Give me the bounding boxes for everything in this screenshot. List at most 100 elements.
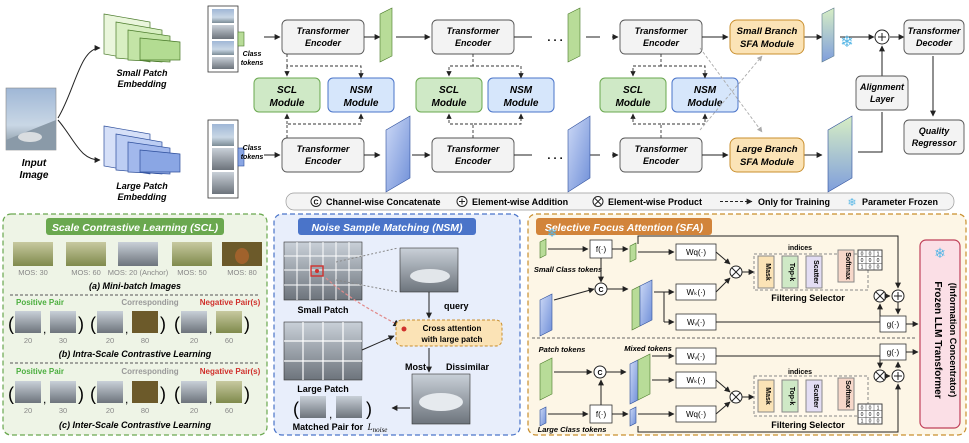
svg-text:1: 1 xyxy=(877,406,880,412)
product-symbol-icon xyxy=(592,196,604,207)
svg-text:Transformer: Transformer xyxy=(635,26,688,36)
svg-text:Wᵥ(·): Wᵥ(·) xyxy=(687,318,705,327)
legend: C Channel-wise Concatenate Element-wise … xyxy=(285,192,955,211)
svg-text:Module: Module xyxy=(344,98,379,109)
svg-text:Mask: Mask xyxy=(764,263,771,281)
large-class-tokens-label-2: tokens xyxy=(241,154,264,161)
alignment-layer: Alignment Layer xyxy=(855,75,909,111)
svg-text:Cross attention: Cross attention xyxy=(423,324,482,333)
encoder-top-3: Transformer Encoder xyxy=(619,19,703,55)
svg-text:1: 1 xyxy=(861,419,864,425)
svg-text:C: C xyxy=(597,370,602,377)
svg-text:0: 0 xyxy=(861,406,864,412)
concat-symbol-icon: C xyxy=(310,196,322,207)
corresponding-c: Corresponding xyxy=(121,367,178,376)
svg-text:C: C xyxy=(313,200,318,207)
svg-text:Transformer: Transformer xyxy=(635,144,688,154)
svg-text:SFA Module: SFA Module xyxy=(740,39,795,50)
svg-text:Encoder: Encoder xyxy=(643,156,680,166)
legend-product: Element-wise Product xyxy=(608,197,702,207)
most-label: Most xyxy=(405,362,426,372)
svg-text:30: 30 xyxy=(59,336,67,345)
svg-text:0: 0 xyxy=(877,412,880,418)
small-patch-label: Small Patch xyxy=(297,305,348,315)
scl-module-3: SCL Module xyxy=(599,77,667,113)
svg-text:Top-k: Top-k xyxy=(788,263,795,282)
mini-batch-images xyxy=(13,242,262,266)
svg-text:Softmax: Softmax xyxy=(844,252,851,280)
svg-text:): ) xyxy=(244,384,250,404)
svg-text:Scatter: Scatter xyxy=(812,260,819,284)
svg-text:,: , xyxy=(329,407,332,421)
inter-scale-pairs: ( , ) ( , ) ( , ) xyxy=(8,381,250,406)
patch-tokens-label: Patch tokens xyxy=(539,345,586,354)
small-patch-tokens xyxy=(207,5,245,73)
svg-text:1: 1 xyxy=(877,252,880,258)
sfa-panel-title: Selective Focus Attention (SFA) xyxy=(545,222,704,234)
encoder-bottom-2: Transformer Encoder xyxy=(431,137,515,173)
small-patch-embedding-label-2: Embedding xyxy=(118,79,168,89)
nsm-panel: Noise Sample Matching (NSM) Small Patch … xyxy=(273,213,521,436)
svg-text:20: 20 xyxy=(190,336,198,345)
mos-3: MOS: 20 (Anchor) xyxy=(108,268,169,277)
legend-add: Element-wise Addition xyxy=(472,197,568,207)
svg-text:Scatter: Scatter xyxy=(812,384,819,408)
frozen-llm-snowflake: ❄ xyxy=(934,245,946,261)
svg-text:Module: Module xyxy=(504,98,539,109)
frozen-llm-label: Frozen LLM Transformer xyxy=(932,281,943,398)
small-class-tokens-label: Class xyxy=(243,51,262,58)
mos-4: MOS: 50 xyxy=(177,268,207,277)
addition-node xyxy=(874,29,890,45)
svg-text:Transformer: Transformer xyxy=(447,26,500,36)
svg-text:f(·): f(·) xyxy=(596,410,607,419)
large-class-tokens-label: Class xyxy=(243,145,262,152)
feature-maps-bottom xyxy=(385,115,853,193)
small-patch-embedding-label: Small Patch xyxy=(116,68,168,78)
arrow-to-small-embedding xyxy=(57,45,101,119)
matched-pair-label: Matched Pair for Lnoise xyxy=(293,422,388,434)
svg-text:,: , xyxy=(209,392,212,406)
svg-text:Small Branch: Small Branch xyxy=(737,26,798,37)
svg-text:60: 60 xyxy=(225,336,233,345)
legend-frozen: Parameter Frozen xyxy=(862,197,938,207)
feature-maps-top xyxy=(379,7,835,63)
legend-training: Only for Training xyxy=(758,197,830,207)
scl-module-2: SCL Module xyxy=(415,77,483,113)
svg-text:Large Branch: Large Branch xyxy=(736,144,797,155)
svg-text:): ) xyxy=(160,384,166,404)
svg-text:NSM: NSM xyxy=(350,85,373,96)
svg-text:0: 0 xyxy=(877,258,880,264)
dissimilar-image xyxy=(411,373,471,425)
svg-text:): ) xyxy=(366,399,372,419)
svg-text:0: 0 xyxy=(869,265,872,271)
mixed-tokens-label: Mixed tokens xyxy=(624,344,672,353)
caption-b: (b) Intra-Scale Contrastive Learning xyxy=(59,349,212,359)
small-patch-embedding xyxy=(103,13,181,63)
svg-text:Wₖ(·): Wₖ(·) xyxy=(687,288,706,297)
cross-attention-box: Cross attention with large patch xyxy=(395,319,503,347)
svg-text:Transformer: Transformer xyxy=(297,26,350,36)
svg-text:0: 0 xyxy=(877,419,880,425)
svg-text:C: C xyxy=(598,287,603,294)
indices-label-bottom: indices xyxy=(788,369,812,376)
scl-module-1: SCL Module xyxy=(253,77,321,113)
svg-text:Transformer: Transformer xyxy=(447,144,500,154)
svg-text:30: 30 xyxy=(59,406,67,415)
dissimilar-label: Dissimilar xyxy=(446,362,490,372)
svg-text:,: , xyxy=(43,322,46,336)
svg-text:Mask: Mask xyxy=(764,387,771,405)
svg-text:20: 20 xyxy=(190,406,198,415)
add-symbol-icon xyxy=(456,196,468,207)
mos-1: MOS: 30 xyxy=(18,268,48,277)
caption-a: (a) Mini-batch Images xyxy=(89,281,181,291)
svg-text:Wq(·): Wq(·) xyxy=(686,410,706,419)
large-patch-tokens xyxy=(207,119,245,199)
svg-text:,: , xyxy=(43,392,46,406)
nsm-panel-title: Noise Sample Matching (NSM) xyxy=(311,222,463,234)
sfa-panel: Selective Focus Attention (SFA) Small Cl… xyxy=(527,213,967,436)
nsm-module-2: NSM Module xyxy=(487,77,555,113)
svg-text:Top-k: Top-k xyxy=(788,387,795,406)
small-class-tokens-label-2: tokens xyxy=(241,60,264,67)
svg-text:Encoder: Encoder xyxy=(305,156,342,166)
